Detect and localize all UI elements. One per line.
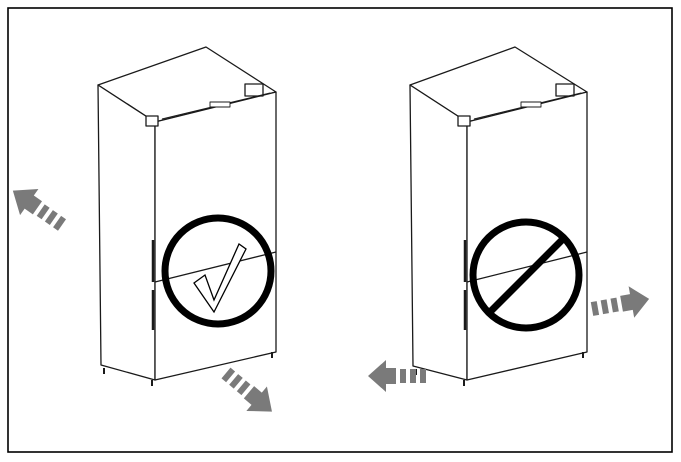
arrow-right-icon — [590, 286, 650, 318]
diagram-frame — [7, 7, 673, 453]
arrow-down-right-icon — [221, 367, 272, 412]
arrow-left-icon — [368, 360, 426, 392]
panel-correct — [12, 46, 277, 412]
check-mark-icon — [193, 243, 247, 314]
panel-incorrect — [368, 46, 650, 392]
fridge-left — [97, 46, 277, 386]
fridge-right — [409, 46, 588, 386]
prohibition-slash-icon — [486, 235, 567, 316]
check-symbol — [161, 214, 275, 328]
arrow-up-left-icon — [12, 188, 67, 231]
prohibition-symbol — [469, 218, 583, 332]
